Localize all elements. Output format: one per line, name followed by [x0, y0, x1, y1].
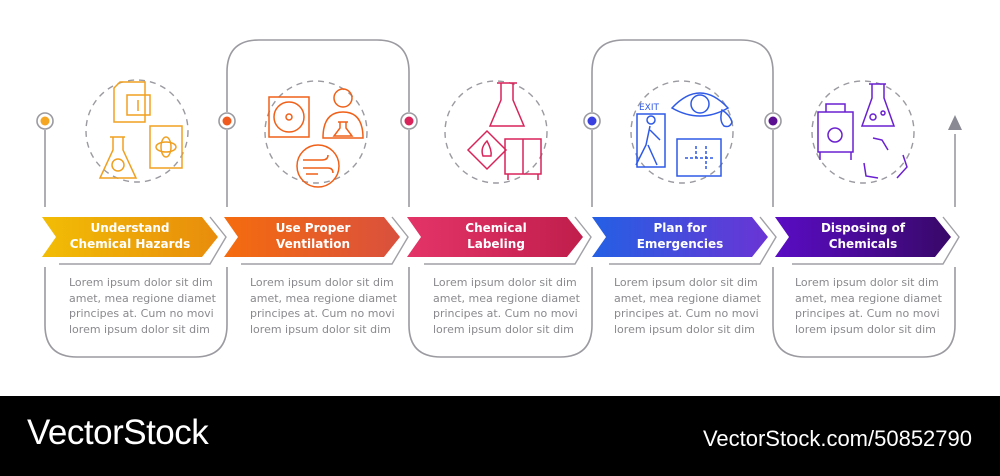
title-line: Chemical [465, 221, 527, 235]
title-line: Disposing of [820, 221, 906, 235]
step-dot-3 [404, 116, 414, 126]
eye-drop-icon [670, 92, 733, 128]
info-document-icon [113, 81, 151, 123]
flask-icon [488, 82, 526, 127]
arrow-up-icon [948, 115, 962, 130]
title-line: Labeling [467, 237, 525, 251]
step-4-description: Lorem ipsum dolor sit dim amet, mea regi… [614, 276, 761, 336]
step-dot-4 [587, 116, 597, 126]
watermark-footer: VectorStock VectorStock.com/50852790 [0, 396, 1000, 476]
step-dot-1 [40, 116, 50, 126]
connector-lines [44, 39, 956, 358]
icon-ring-4 [630, 80, 734, 184]
flammable-label-icon [466, 129, 508, 171]
step-banners [42, 216, 960, 265]
title-line: Understand [90, 221, 170, 235]
airflow-icon [296, 144, 340, 188]
banner-4 [592, 216, 777, 265]
flask-icon-2 [860, 83, 896, 127]
chemist-icon [322, 88, 364, 139]
timeline-diagram: EXIT [36, 39, 962, 358]
banner-3 [407, 216, 592, 265]
exhaust-fan-icon [268, 96, 310, 138]
evacuation-plan-icon [676, 138, 722, 177]
atom-book-icon [149, 125, 183, 169]
exit-sign-label: EXIT [639, 103, 660, 113]
biohazard-bin-icon [817, 103, 854, 160]
biohazard-flask-icon [98, 136, 138, 179]
icon-ring-3 [444, 80, 548, 184]
step-markers [36, 112, 782, 130]
step-1-description: Lorem ipsum dolor sit dim amet, mea regi… [69, 276, 216, 336]
title-line: Ventilation [275, 237, 350, 251]
banner-1 [42, 216, 227, 265]
banner-2 [224, 216, 409, 265]
title-line: Chemical Hazards [69, 237, 191, 251]
title-line: Plan for [653, 221, 707, 235]
icon-ring-5 [811, 80, 915, 184]
step-5-description: Lorem ipsum dolor sit dim amet, mea regi… [795, 276, 942, 336]
step-3-description: Lorem ipsum dolor sit dim amet, mea regi… [433, 276, 580, 336]
recycle-icon [863, 137, 908, 179]
title-line: Chemicals [828, 237, 898, 251]
step-5-title: Disposing of Chemicals [788, 220, 938, 252]
step-dot-5 [768, 116, 778, 126]
banner-5 [775, 216, 960, 265]
cabinet-icon [504, 138, 542, 180]
icon-ring-2 [264, 80, 368, 184]
title-line: Use Proper [275, 221, 351, 235]
step-dot-2 [222, 116, 232, 126]
brand-logo: VectorStock [27, 413, 209, 452]
title-line: Emergencies [636, 237, 724, 251]
image-url: VectorStock.com/50852790 [702, 426, 972, 451]
step-2-description: Lorem ipsum dolor sit dim amet, mea regi… [250, 276, 397, 336]
icon-ring-1 [85, 79, 189, 183]
exit-icon [635, 113, 666, 168]
